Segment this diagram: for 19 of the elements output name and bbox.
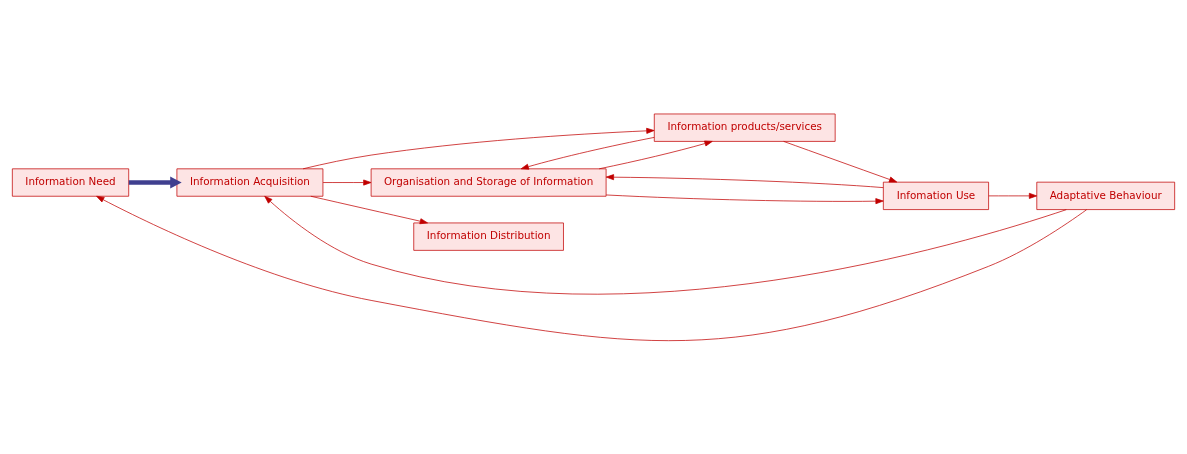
arrow [96, 195, 1087, 341]
arrow [783, 140, 898, 182]
node-box: Information Acquisition [176, 167, 324, 197]
node-box: Information Need [11, 167, 130, 197]
arrow [605, 194, 884, 204]
arrow [598, 140, 713, 169]
arrow [520, 136, 655, 170]
arrow [322, 179, 372, 185]
arrow [988, 192, 1038, 199]
node-box: Information products/services [653, 113, 836, 142]
arrow [605, 173, 884, 188]
node-box: Adaptative Behaviour [1036, 181, 1176, 210]
arrow [302, 127, 655, 169]
arrow [128, 176, 182, 189]
node-box: Infomation Use [882, 181, 989, 210]
node-box: Information Distribution [413, 222, 564, 251]
arrow [264, 195, 1067, 294]
node-box: Organisation and Storage of Information [370, 167, 607, 197]
arrow [310, 195, 428, 224]
